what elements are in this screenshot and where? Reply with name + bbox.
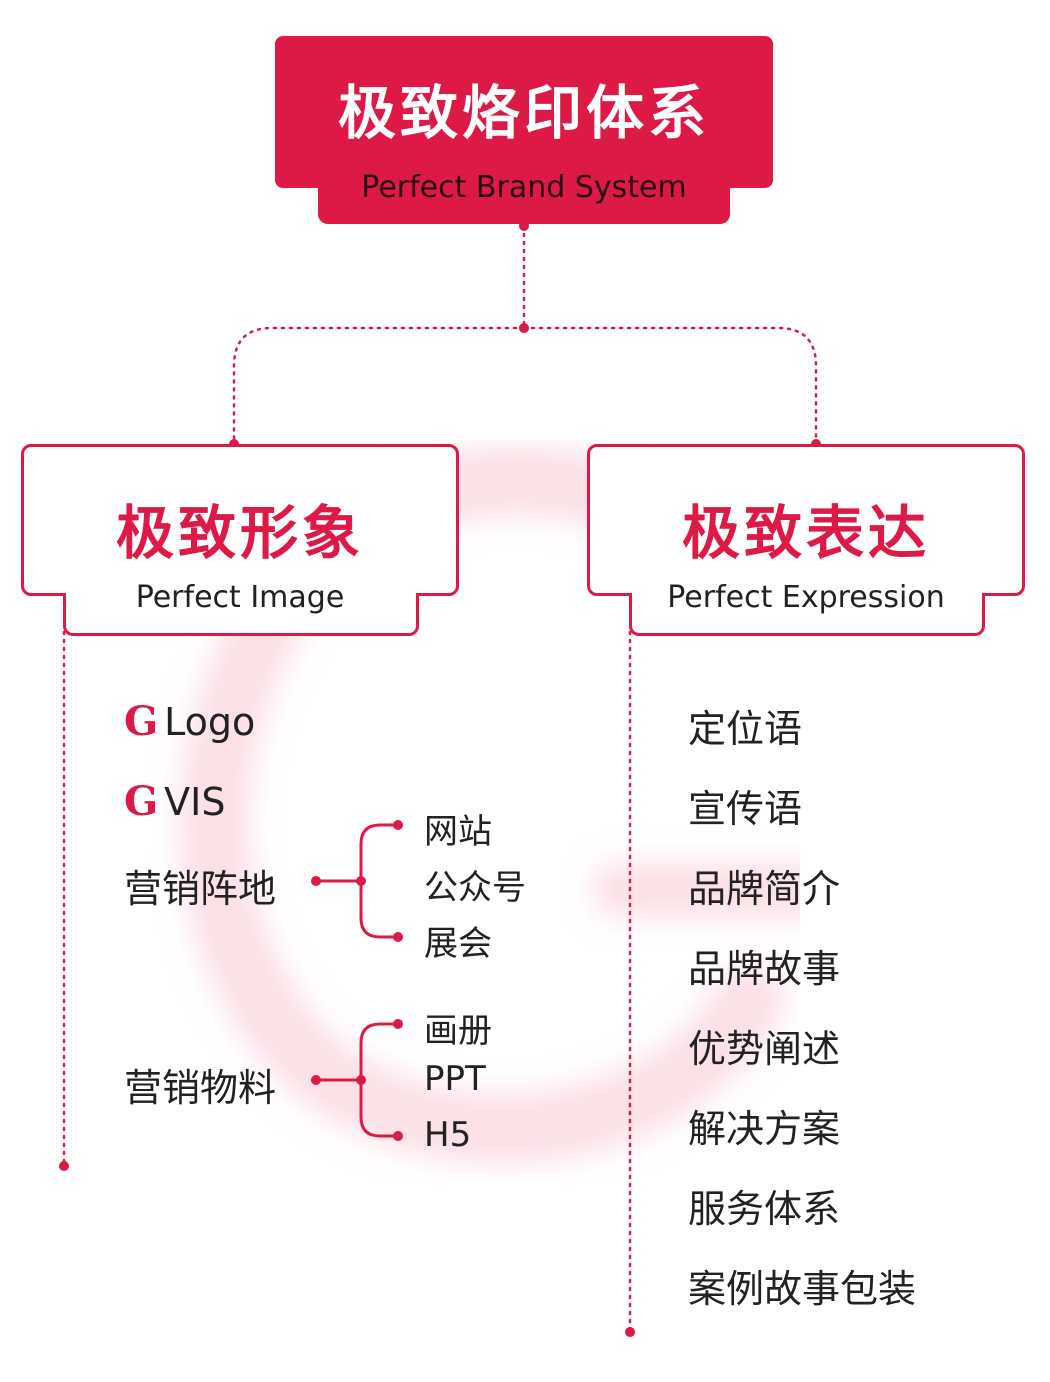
expression-item: 案例故事包装: [688, 1267, 917, 1311]
image-node-tab: [63, 596, 419, 636]
expression-node-box: [587, 444, 1025, 596]
image-node-box: [21, 444, 459, 596]
group-child: 画册: [424, 1011, 492, 1051]
group-child: PPT: [424, 1059, 486, 1099]
expression-item: 定位语: [688, 707, 803, 751]
group-label-marketing-materials: 营销物料: [124, 1066, 277, 1110]
group-label-marketing-channels: 营销阵地: [124, 867, 277, 911]
g-mark-icon: G: [124, 698, 159, 745]
root-title: 极致烙印体系: [337, 79, 710, 147]
root-subtitle: Perfect Brand System: [361, 170, 687, 205]
expression-item: 解决方案: [688, 1107, 841, 1151]
group-child: 网站: [424, 812, 492, 852]
expression-item: 宣传语: [688, 787, 803, 831]
expression-subtitle: Perfect Expression: [667, 580, 945, 615]
image-title: 极致形象: [115, 499, 364, 567]
root-node-box: [275, 36, 773, 188]
group-child: H5: [424, 1115, 472, 1155]
image-item-label: Logo: [164, 700, 256, 744]
image-subtitle: Perfect Image: [135, 580, 345, 615]
expression-item: 服务体系: [688, 1187, 841, 1231]
expression-item: 品牌简介: [688, 867, 841, 911]
group-child: 公众号: [424, 868, 526, 908]
expression-node-tab: [629, 596, 985, 636]
expression-title: 极致表达: [681, 499, 930, 567]
group-child: 展会: [424, 924, 492, 964]
expression-item: 优势阐述: [688, 1027, 841, 1071]
image-item-label: VIS: [164, 780, 226, 824]
g-mark-icon: G: [124, 778, 159, 825]
expression-item: 品牌故事: [688, 947, 841, 991]
